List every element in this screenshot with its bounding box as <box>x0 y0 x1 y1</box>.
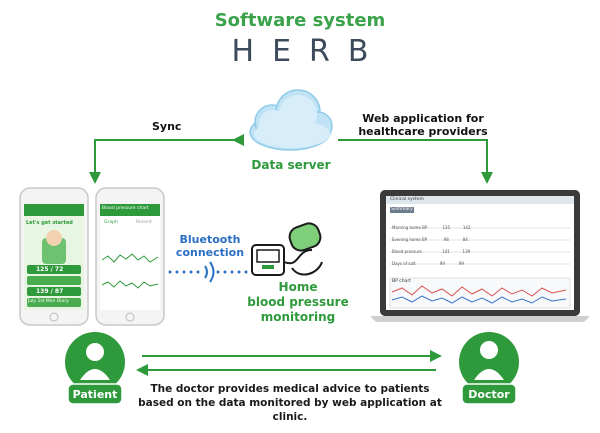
phone-reading-1: 125 / 72 <box>36 266 64 273</box>
table-row: Days of salt 99 99 <box>392 258 471 270</box>
row-value: 98 <box>443 237 449 242</box>
herb-logo: HERB <box>231 34 387 69</box>
phone-diary: July 1st Mon Diary <box>28 299 69 304</box>
diagram-title: Software system <box>214 10 386 31</box>
phone2-title: Blood pressure chart <box>102 206 149 211</box>
row-value: 99 <box>458 261 464 266</box>
row-value: 141 <box>442 249 450 254</box>
phone-reading-2: 139 / 87 <box>36 288 64 295</box>
laptop-web-app <box>370 190 590 322</box>
row-value: 84 <box>462 237 468 242</box>
row-label: Morning home BP <box>392 225 428 230</box>
patient-doctor-arrows <box>136 350 442 376</box>
caption-line-2: based on the data monitored by web appli… <box>138 397 442 423</box>
row-label: Days of salt <box>392 261 416 266</box>
laptop-tab: Summary <box>391 207 413 212</box>
table-row: Blood pressure 141 139 <box>392 246 471 258</box>
bluetooth-label: Bluetooth connection <box>175 233 245 259</box>
patient-phone-home <box>19 187 89 326</box>
web-app-label: Web application for healthcare providers <box>358 112 488 138</box>
cloud-icon <box>249 89 333 151</box>
doctor-label: Doctor <box>468 388 510 401</box>
table-row: Morning home BP 135 142 <box>392 222 471 234</box>
patient-label: Patient <box>72 388 118 401</box>
row-label: Blood pressure <box>392 249 422 254</box>
row-value: 142 <box>462 225 471 230</box>
laptop-section: BP chart <box>392 279 411 284</box>
bluetooth-signal-icon <box>168 261 248 283</box>
data-server-label: Data server <box>251 158 331 172</box>
table-row: Evening home BP 98 84 <box>392 234 471 246</box>
row-label: Evening home BP <box>392 237 428 242</box>
home-bp-label: Home blood pressure monitoring <box>247 280 349 324</box>
doctor-icon <box>459 332 519 405</box>
web-app-arrow <box>338 139 493 184</box>
laptop-rows: Morning home BP 135 142 Evening home BP … <box>392 222 471 270</box>
caption: The doctor provides medical advice to pa… <box>120 382 460 424</box>
caption-line-1: The doctor provides medical advice to pa… <box>150 383 430 395</box>
row-value: 139 <box>462 249 471 254</box>
blood-pressure-monitor-icon <box>251 222 323 276</box>
phone2-tab-record: Record <box>136 220 152 225</box>
phone2-tab-graph: Graph <box>104 220 118 225</box>
patient-phone-chart <box>95 187 165 326</box>
laptop-header: Clinical system <box>390 197 424 202</box>
sync-label: Sync <box>152 120 182 133</box>
sync-arrow <box>89 134 244 184</box>
row-value: 135 <box>442 225 451 230</box>
row-value: 99 <box>439 261 445 266</box>
patient-icon <box>65 332 125 405</box>
phone-greeting: Let's get started <box>26 220 73 226</box>
